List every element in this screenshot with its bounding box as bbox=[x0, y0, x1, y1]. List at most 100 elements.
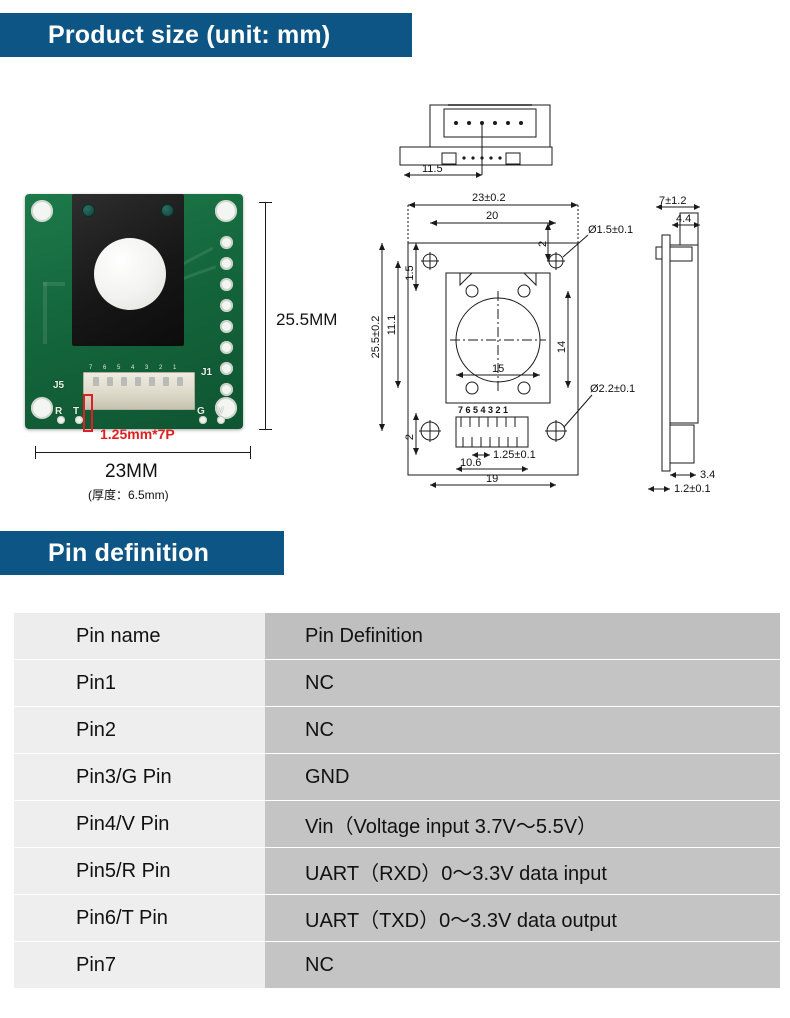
connector-pin-number: 1 bbox=[173, 365, 177, 371]
connector-pin bbox=[107, 377, 113, 386]
test-pad bbox=[199, 416, 207, 424]
table-row: Pin6/T Pin UART（TXD）0～3.3V data output bbox=[14, 895, 780, 941]
pcb-label-j1: J1 bbox=[201, 367, 213, 378]
cad-dim-conn-offset: 10.6 bbox=[460, 457, 481, 469]
connector-pin bbox=[177, 377, 183, 386]
test-pad bbox=[217, 416, 225, 424]
cad-dim-pitch: 1.25±0.1 bbox=[493, 449, 536, 461]
cad-dim-hole-small: Ø1.5±0.1 bbox=[588, 224, 633, 236]
sensor-screw bbox=[161, 204, 174, 217]
cad-dim-top-offset: 11.5 bbox=[422, 163, 443, 175]
column-header-pin-definition: Pin Definition bbox=[265, 613, 780, 659]
dimension-thickness: (厚度：6.5mm) bbox=[88, 488, 169, 502]
jst-connector bbox=[83, 372, 195, 410]
cell-pin-definition: UART（RXD）0～3.3V data input bbox=[265, 848, 780, 894]
sensor-housing bbox=[72, 194, 184, 346]
cell-pin-definition: NC bbox=[265, 660, 780, 706]
pin-definition-table: Pin name Pin Definition Pin1 NC Pin2 NC … bbox=[14, 613, 780, 989]
connector-pin bbox=[135, 377, 141, 386]
table-row: Pin7 NC bbox=[14, 942, 780, 988]
mounting-hole bbox=[31, 397, 53, 419]
connector-pitch-label: 1.25mm*7P bbox=[100, 426, 175, 442]
cell-pin-name: Pin2 bbox=[14, 707, 265, 753]
connector-pin-number: 7 bbox=[89, 365, 93, 371]
mounting-hole bbox=[215, 397, 237, 419]
section-title-pin-definition: Pin definition bbox=[48, 538, 210, 567]
cad-dim-lens-width: 15 bbox=[492, 363, 504, 375]
cad-front-view: 7 6 5 4 3 2 1 23±0.2 20 bbox=[370, 192, 635, 488]
connector-pin-number: 3 bbox=[145, 365, 149, 371]
cad-dim-depth-sensor: 4.4 bbox=[676, 213, 691, 225]
solder-pad bbox=[220, 236, 233, 249]
cad-dim-width-inner: 20 bbox=[486, 210, 498, 222]
solder-pad bbox=[220, 341, 233, 354]
cad-top-view: 11.5 bbox=[399, 104, 553, 178]
dimension-line-vertical bbox=[265, 202, 266, 430]
cell-pin-name: Pin1 bbox=[14, 660, 265, 706]
test-pad bbox=[75, 416, 83, 424]
solder-pad bbox=[220, 383, 233, 396]
cad-side-view: 7±1.2 4.4 3.4 1.2±0.1 bbox=[648, 195, 715, 495]
cad-dim-edge-bottom: 2 bbox=[404, 434, 416, 440]
connector-pin bbox=[121, 377, 127, 386]
dimension-tick bbox=[259, 202, 272, 203]
solder-pad bbox=[220, 299, 233, 312]
pcb-label-j5: J5 bbox=[53, 380, 65, 391]
connector-pin-number: 2 bbox=[159, 365, 163, 371]
pad-column bbox=[220, 236, 233, 404]
cad-dim-pcb-thickness: 1.2±0.1 bbox=[674, 483, 711, 495]
cell-pin-name: Pin3/G Pin bbox=[14, 754, 265, 800]
connector-pin-number: 5 bbox=[117, 365, 121, 371]
cad-dim-edge-top: 2 bbox=[537, 241, 549, 247]
pcb-label-g: G bbox=[197, 406, 205, 417]
product-photo: 7 6 5 4 3 2 1 J5 J1 R T G V 1.25mm*7P 25… bbox=[20, 186, 337, 506]
cell-pin-name: Pin6/T Pin bbox=[14, 895, 265, 941]
solder-pad bbox=[220, 257, 233, 270]
sensor-lens-filter bbox=[94, 238, 166, 310]
cad-dim-height-inner: 11.1 bbox=[386, 315, 398, 336]
connector-pin bbox=[149, 377, 155, 386]
dimension-width: 23MM bbox=[105, 461, 158, 482]
solder-pad bbox=[220, 278, 233, 291]
cell-pin-name: Pin4/V Pin bbox=[14, 801, 265, 847]
section-header-pin-definition: Pin definition bbox=[0, 531, 284, 575]
cell-pin-definition: GND bbox=[265, 754, 780, 800]
table-row: Pin4/V Pin Vin（Voltage input 3.7V～5.5V） bbox=[14, 801, 780, 847]
cad-dim-conn-span: 19 bbox=[486, 473, 498, 485]
connector-pitch-highlight bbox=[83, 394, 93, 432]
cad-dim-pcb-offset: 3.4 bbox=[700, 469, 715, 481]
dimension-height: 25.5MM bbox=[276, 310, 338, 329]
pcb-trace bbox=[43, 282, 47, 344]
mounting-hole bbox=[31, 200, 53, 222]
mounting-hole bbox=[215, 200, 237, 222]
table-header-row: Pin name Pin Definition bbox=[14, 613, 780, 659]
column-header-pin-name: Pin name bbox=[14, 613, 265, 659]
cell-pin-definition: NC bbox=[265, 707, 780, 753]
dimension-line-horizontal bbox=[35, 452, 251, 453]
cell-pin-definition: UART（TXD）0～3.3V data output bbox=[265, 895, 780, 941]
solder-pad bbox=[220, 320, 233, 333]
cell-pin-definition: Vin（Voltage input 3.7V～5.5V） bbox=[265, 801, 780, 847]
cad-svg: 11.5 bbox=[370, 104, 715, 495]
connector-pin bbox=[163, 377, 169, 386]
cell-pin-name: Pin5/R Pin bbox=[14, 848, 265, 894]
table-row: Pin3/G Pin GND bbox=[14, 754, 780, 800]
table-row: Pin1 NC bbox=[14, 660, 780, 706]
cell-pin-definition: NC bbox=[265, 942, 780, 988]
connector-pin-number: 4 bbox=[131, 365, 135, 371]
table-row: Pin2 NC bbox=[14, 707, 780, 753]
cad-dim-offset-right: 14 bbox=[556, 341, 568, 353]
pcb-label-r: R bbox=[55, 406, 63, 417]
pcb-board: 7 6 5 4 3 2 1 J5 J1 R T G V bbox=[25, 194, 243, 429]
cad-drawings: 11.5 bbox=[360, 95, 790, 495]
dimension-tick bbox=[259, 429, 272, 430]
cell-pin-name: Pin7 bbox=[14, 942, 265, 988]
dimension-tick bbox=[35, 446, 36, 459]
sensor-screw bbox=[82, 204, 95, 217]
cad-dim-offset-top: 1.5 bbox=[404, 265, 416, 280]
connector-pin bbox=[93, 377, 99, 386]
cad-dim-depth-total: 7±1.2 bbox=[659, 195, 686, 207]
table-row: Pin5/R Pin UART（RXD）0～3.3V data input bbox=[14, 848, 780, 894]
pcb-label-v: V bbox=[217, 406, 224, 417]
